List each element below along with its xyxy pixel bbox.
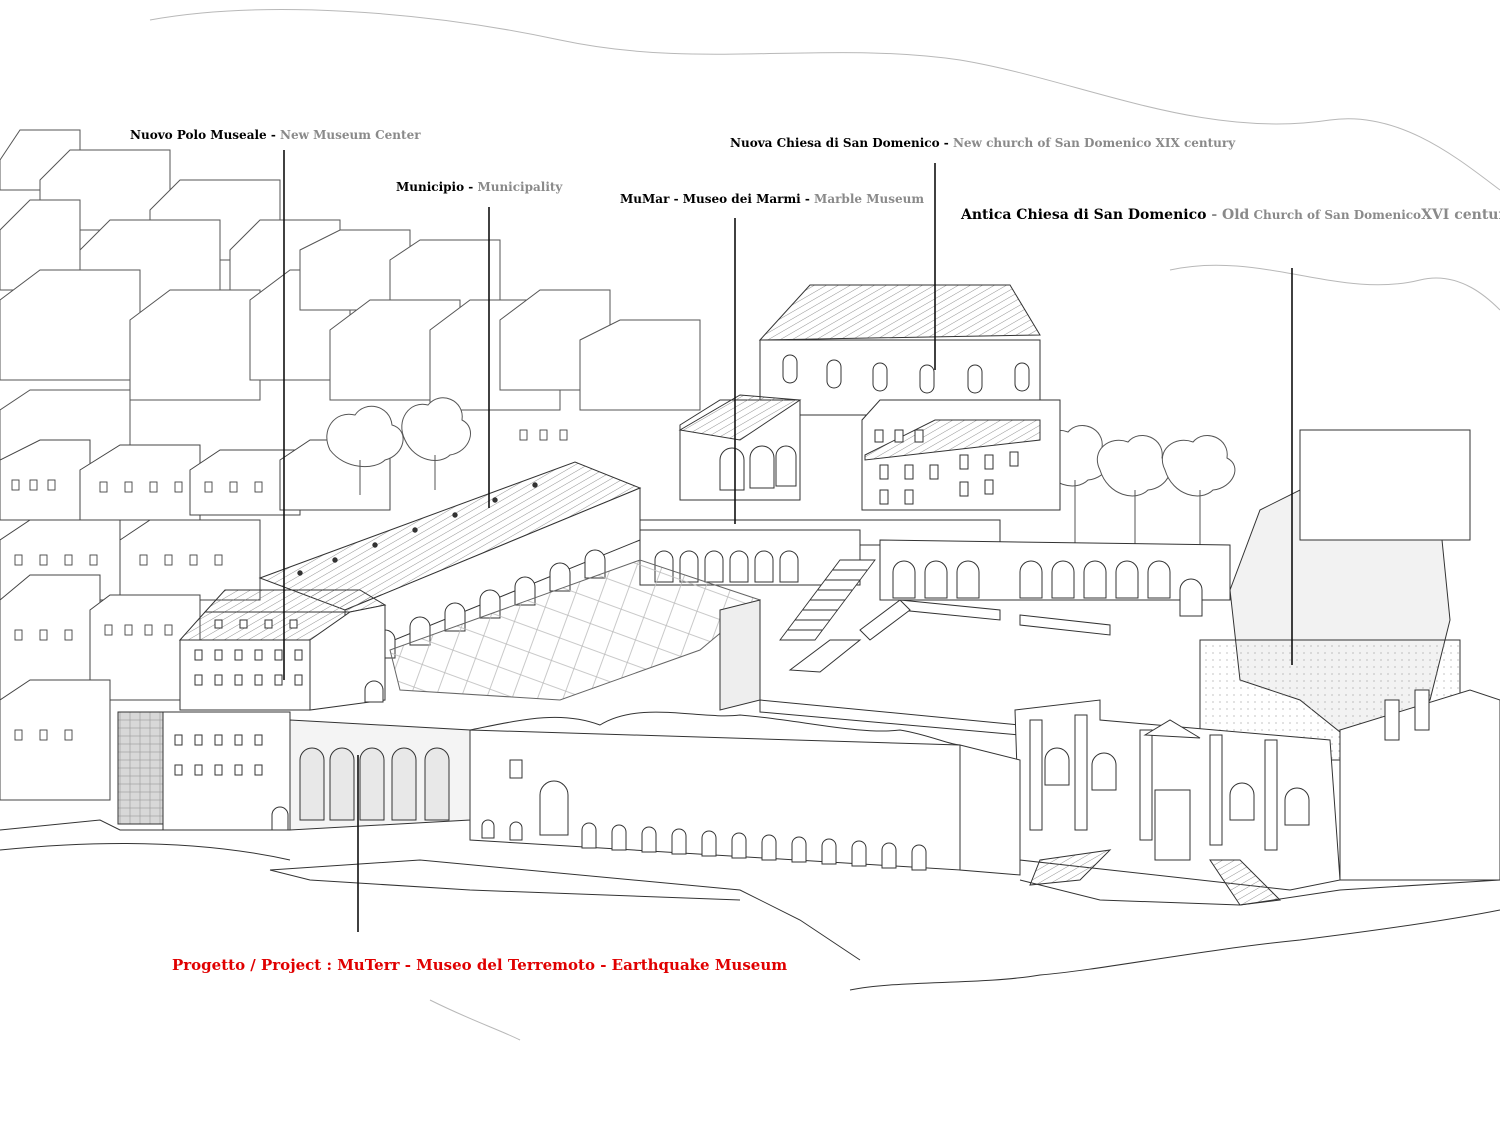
new-church	[758, 284, 1041, 416]
church-annex	[861, 399, 1061, 511]
label-antica-en3: XVI century	[1421, 207, 1500, 223]
label-museum-it: Nuovo Polo Museale	[130, 128, 267, 142]
label-antica-en1: Old	[1222, 207, 1250, 223]
label-antica-en2: Church of San Domenico	[1249, 208, 1422, 222]
courtyard-floor	[389, 559, 762, 701]
label-municipio-sep: -	[464, 180, 478, 194]
marble-museum-building	[639, 394, 1001, 546]
new-museum-center-building	[178, 589, 387, 711]
cloister-arcades	[639, 529, 1231, 617]
label-antica-sep: -	[1206, 207, 1223, 223]
earthquake-museum-wall	[289, 711, 1021, 876]
ground-lines	[0, 819, 1500, 991]
label-mumar-sep: -	[800, 192, 815, 206]
label-municipio-en: Municipality	[477, 180, 563, 194]
label-nuova-sep: -	[939, 136, 953, 150]
label-museum-en: New Museum Center	[280, 128, 421, 142]
label-old-church: Antica Chiesa di San Domenico - Old Chur…	[961, 208, 1500, 222]
old-church-facade	[1014, 699, 1341, 906]
label-marble-museum: MuMar - Museo dei Marmi - Marble Museum	[620, 193, 924, 205]
label-new-church: Nuova Chiesa di San Domenico - New churc…	[730, 137, 1235, 149]
background-town	[0, 129, 701, 471]
label-new-museum-center: Nuovo Polo Museale - New Museum Center	[130, 129, 421, 141]
courtyard-stairs	[779, 559, 876, 641]
label-municipality: Municipio - Municipality	[396, 181, 562, 193]
leader-lines	[283, 150, 1293, 932]
label-museum-sep: -	[266, 128, 281, 142]
label-mumar-en: Marble Museum	[814, 192, 925, 206]
house-windows	[11, 429, 568, 741]
label-municipio-it: Municipio	[396, 180, 465, 194]
front-buildings	[117, 711, 291, 831]
label-nuova-it: Nuova Chiesa di San Domenico	[730, 136, 940, 150]
label-nuova-en: New church of San Domenico XIX century	[952, 136, 1236, 150]
label-antica-it: Antica Chiesa di San Domenico	[961, 207, 1207, 223]
label-project-earthquake-museum: Progetto / Project : MuTerr - Museo del …	[172, 956, 788, 974]
foundations	[719, 599, 1111, 736]
label-mumar-it: MuMar - Museo dei Marmi	[620, 192, 801, 206]
old-church-ruins	[1199, 429, 1500, 881]
